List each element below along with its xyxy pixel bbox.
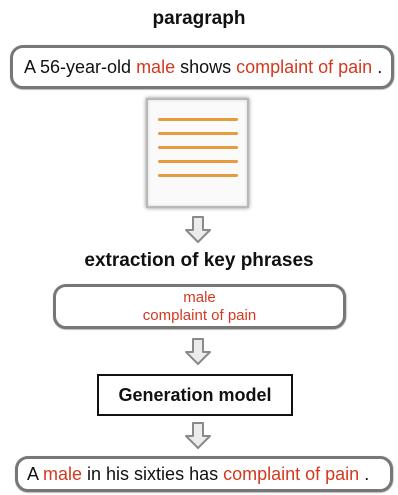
output-keyword-male: male (43, 463, 83, 484)
output-sentence-box: A male in his sixties has complaint of p… (15, 456, 393, 492)
key-phrase-item: male (183, 288, 216, 306)
output-sentence: A male in his sixties has complaint of p… (27, 464, 369, 485)
document-icon (146, 98, 249, 208)
document-line (158, 160, 238, 163)
key-phrases-box: male complaint of pain (53, 284, 346, 329)
down-arrow-icon (185, 216, 211, 243)
output-part-4: . (359, 463, 370, 484)
document-line (158, 118, 238, 121)
extraction-heading: extraction of key phrases (84, 250, 314, 271)
document-line (158, 132, 238, 135)
input-part-0: A 56-year-old (24, 56, 137, 77)
input-keyword-male: male (136, 56, 176, 77)
input-part-4: . (372, 56, 383, 77)
output-part-0: A (27, 463, 44, 484)
key-phrase-item: complaint of pain (142, 306, 257, 324)
generation-model-box: Generation model (97, 374, 293, 416)
output-keyword-complaint: complaint of pain (223, 463, 360, 484)
input-keyword-complaint: complaint of pain (236, 56, 373, 77)
output-part-2: in his sixties has (82, 463, 224, 484)
paragraph-heading: paragraph (152, 8, 246, 29)
input-sentence-box: A 56-year-old male shows complaint of pa… (10, 45, 394, 89)
down-arrow-icon (185, 338, 211, 365)
input-part-2: shows (175, 56, 237, 77)
document-line (158, 174, 238, 177)
document-line (158, 146, 238, 149)
down-arrow-icon (185, 422, 211, 449)
input-sentence: A 56-year-old male shows complaint of pa… (24, 57, 382, 78)
